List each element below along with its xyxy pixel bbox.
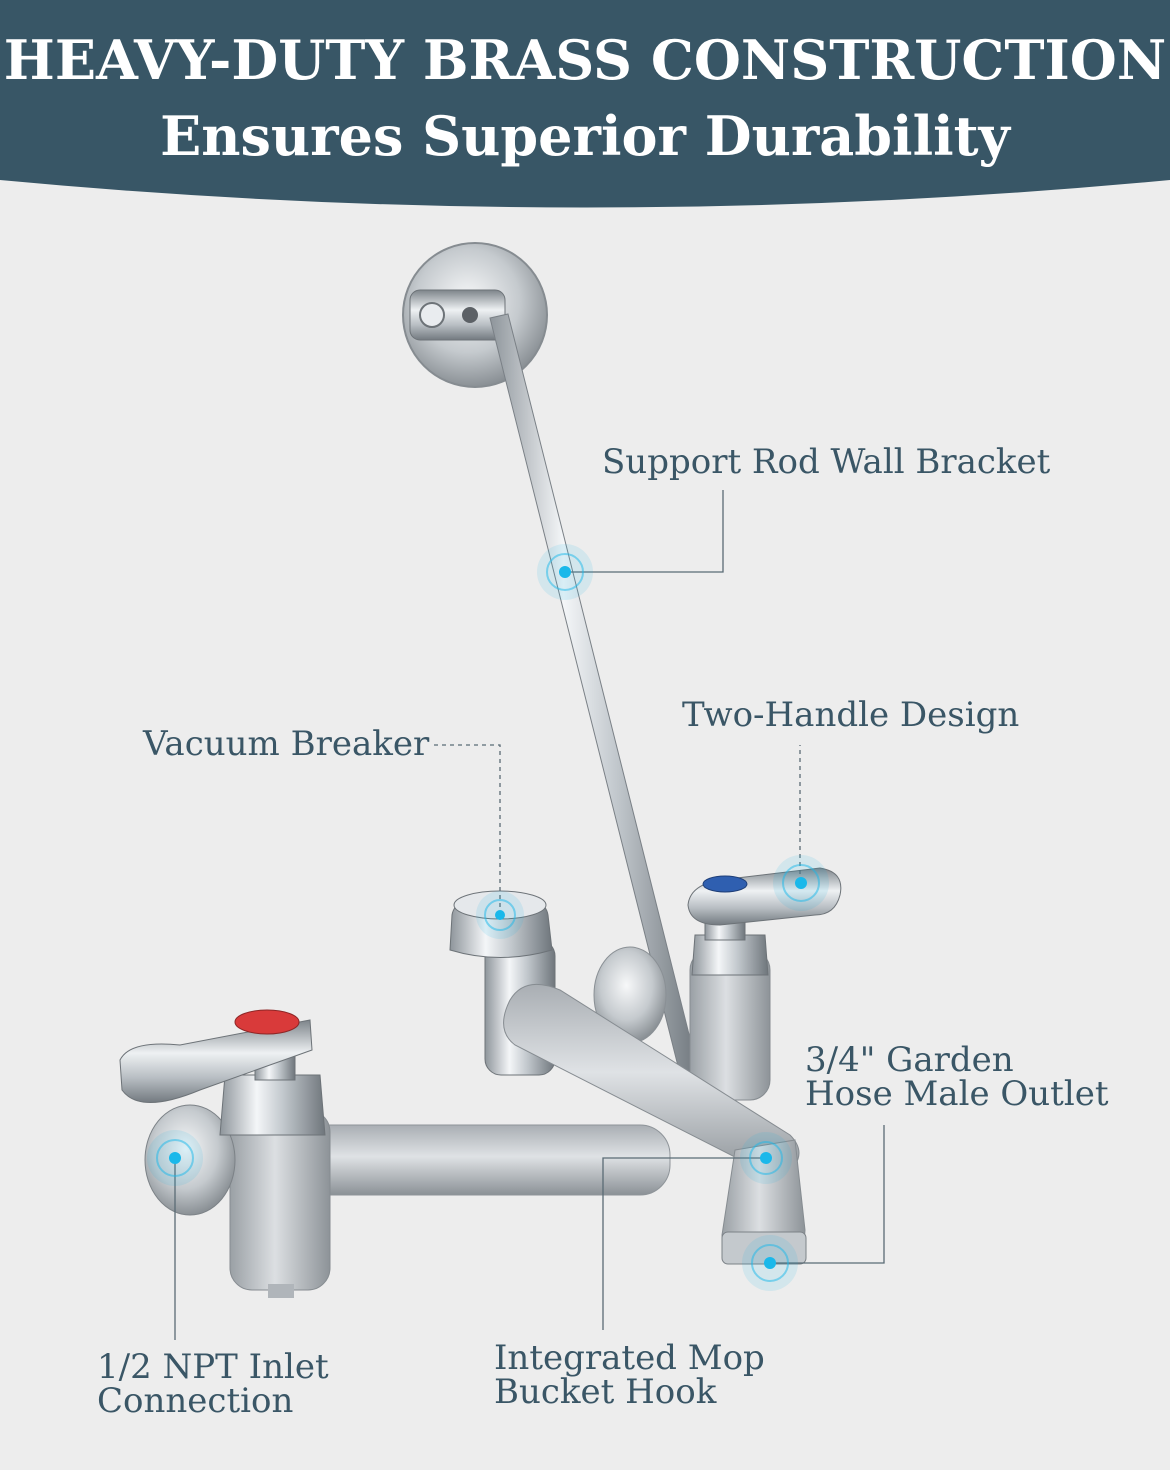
hotspot-npt-inlet bbox=[147, 1130, 203, 1186]
leader-support-rod bbox=[565, 490, 724, 573]
header-banner bbox=[0, 0, 1170, 208]
callout-mop-hook-line2: Bucket Hook bbox=[494, 1372, 717, 1412]
callout-garden-hose-line2: Hose Male Outlet bbox=[805, 1074, 1109, 1114]
header-subtitle: Ensures Superior Durability bbox=[160, 104, 1010, 168]
callout-garden-hose-line1: 3/4" Garden bbox=[805, 1040, 1014, 1080]
hotspots bbox=[147, 544, 829, 1291]
hotspot-vacuum-breaker bbox=[476, 891, 524, 939]
leader-garden-hose bbox=[770, 1125, 885, 1264]
hotspot-mop-hook bbox=[740, 1132, 792, 1184]
right-valve-body bbox=[689, 934, 771, 1101]
spout bbox=[503, 983, 807, 1265]
callout-support-rod: Support Rod Wall Bracket bbox=[602, 442, 1051, 482]
callout-mop-hook: Integrated Mop Bucket Hook bbox=[494, 1341, 765, 1409]
header-title: HEAVY-DUTY BRASS CONSTRUCTION bbox=[3, 28, 1167, 92]
leader-vacuum-breaker bbox=[430, 744, 501, 915]
hot-handle bbox=[119, 1009, 326, 1136]
wall-bracket-disc bbox=[402, 242, 548, 388]
callout-npt-inlet-line1: 1/2 NPT Inlet bbox=[97, 1347, 329, 1387]
hotspot-support-rod bbox=[537, 544, 593, 600]
left-valve-body bbox=[144, 1104, 331, 1298]
callout-two-handle: Two-Handle Design bbox=[682, 695, 1020, 735]
hotspot-two-handle bbox=[773, 855, 829, 911]
hotspot-garden-hose bbox=[742, 1235, 798, 1291]
callout-vacuum-breaker: Vacuum Breaker bbox=[143, 724, 430, 764]
callout-garden-hose: 3/4" Garden Hose Male Outlet bbox=[805, 1043, 1108, 1111]
callout-npt-inlet-line2: Connection bbox=[97, 1381, 294, 1421]
leader-lines bbox=[174, 490, 885, 1340]
callout-npt-inlet: 1/2 NPT Inlet Connection bbox=[97, 1350, 329, 1418]
leader-mop-hook bbox=[602, 1157, 766, 1330]
callout-mop-hook-line1: Integrated Mop bbox=[494, 1338, 765, 1378]
